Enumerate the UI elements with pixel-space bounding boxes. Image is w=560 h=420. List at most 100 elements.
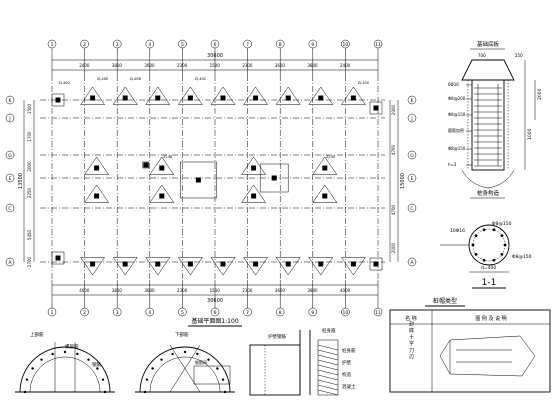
pile <box>350 261 356 267</box>
section-title: 1-1 <box>482 278 497 288</box>
pile <box>220 261 226 267</box>
pile-cap <box>51 251 65 265</box>
hatch-line <box>317 364 339 371</box>
pile <box>271 175 277 181</box>
pile <box>251 165 257 171</box>
left-dim: 1700 <box>27 131 32 142</box>
axis-label: 1 <box>51 42 54 48</box>
rebar-dot <box>474 234 478 237</box>
right-dim: 4700 <box>391 204 396 215</box>
axis-bubble <box>5 173 15 183</box>
pile <box>90 95 96 101</box>
rebar-dot <box>221 378 225 381</box>
detail-label-9: 护壁 <box>342 359 351 366</box>
pile-annotation: Φ8@150 <box>448 146 466 151</box>
pile <box>253 95 259 101</box>
axis-label: 6 <box>214 310 217 316</box>
axis-label: K <box>411 98 415 104</box>
pile <box>195 177 201 183</box>
pile-cap <box>149 156 175 175</box>
section-label-4: d=400 <box>481 265 496 271</box>
detail-label-3: 钢筋 <box>92 361 101 368</box>
rebar-dot <box>474 253 478 256</box>
axis-bubble <box>407 95 417 105</box>
right-dim: 2000 <box>391 242 396 253</box>
pile-right-dim-2: 2000 <box>537 88 543 100</box>
pile-cap <box>275 257 301 276</box>
detail-1: 上部筋 螺旋筋 钢筋 <box>15 331 115 394</box>
pile-tag: ZJ-40B <box>129 77 141 81</box>
pile <box>159 193 165 199</box>
detail-label-7: 桩身箍 <box>322 327 336 334</box>
pile-annotation: 箍筋加密 <box>448 127 464 133</box>
pile <box>143 162 149 168</box>
rebar-dot <box>160 358 163 361</box>
rebar-dot <box>183 350 187 354</box>
legend-col1-header: 名 称 <box>405 315 417 322</box>
rebar-dot <box>76 352 79 356</box>
pile <box>155 95 161 101</box>
hatch-line <box>317 374 339 381</box>
rebar-dot <box>25 378 29 381</box>
vertical-gridlines <box>51 75 379 280</box>
pile-cap <box>241 184 267 203</box>
axis-bubble <box>5 150 15 160</box>
pile-cap <box>210 257 236 276</box>
detail-2: 下部筋 钢筋网 <box>135 331 235 394</box>
pile-cap <box>180 161 217 199</box>
axis-label: 9 <box>311 42 314 48</box>
pile <box>90 261 96 267</box>
rebar-dot <box>101 378 105 381</box>
axis-bubble <box>407 257 417 267</box>
rebar-dot <box>143 390 147 394</box>
rebar-dot <box>482 228 486 232</box>
hatch-line <box>317 344 339 351</box>
rebar-dot <box>40 358 43 361</box>
axis-label: 8 <box>279 310 282 316</box>
rebar-dot <box>482 258 486 262</box>
pile-annotation: Φ8@200 <box>448 96 466 101</box>
pile <box>122 261 128 267</box>
pile-cap <box>340 257 366 276</box>
pile-cap <box>112 86 138 105</box>
rebar-dot <box>207 358 210 361</box>
pile <box>318 95 324 101</box>
section-1-1: 10Φ16 Φ8@150 Φ8@150 d=400 1-1 <box>440 221 532 289</box>
left-dim: 2000 <box>27 161 32 172</box>
pile <box>253 261 259 267</box>
right-dim: 4700 <box>391 144 396 155</box>
detail-label-2: 螺旋筋 <box>65 343 79 350</box>
pile <box>220 95 226 101</box>
axis-label: K <box>9 98 13 104</box>
left-dim: 5450 <box>27 229 32 240</box>
axis-label: G <box>8 153 12 159</box>
section-label-2: Φ8@150 <box>492 221 512 227</box>
axis-label: 6 <box>214 42 217 48</box>
pile-body-detail: 基础底板 1000 2000 700 250 6Φ16Φ8@200Φ8@150箍… <box>448 40 543 199</box>
axis-label: 1 <box>51 310 54 316</box>
left-dim: 2250 <box>27 187 32 198</box>
pile-dim-top-1: 700 <box>478 53 486 58</box>
pile-cap <box>259 163 289 193</box>
axis-bubble <box>407 150 417 160</box>
pile-cap <box>312 156 338 175</box>
axis-bubble <box>5 257 15 267</box>
pile-annotation: 6Φ16 <box>448 82 459 87</box>
axis-label: 2 <box>83 42 86 48</box>
pile <box>159 165 165 171</box>
pile-cap <box>241 156 267 175</box>
rebar-dot <box>23 390 27 394</box>
pile-cap <box>243 257 269 276</box>
axis-label: J <box>8 116 10 122</box>
detail-label-1: 上部筋 <box>30 331 44 338</box>
pile-cap <box>308 86 334 105</box>
axis-label: 4 <box>148 310 151 316</box>
detail-label-11: 混凝土 <box>342 383 356 390</box>
hatch-line <box>317 349 339 356</box>
